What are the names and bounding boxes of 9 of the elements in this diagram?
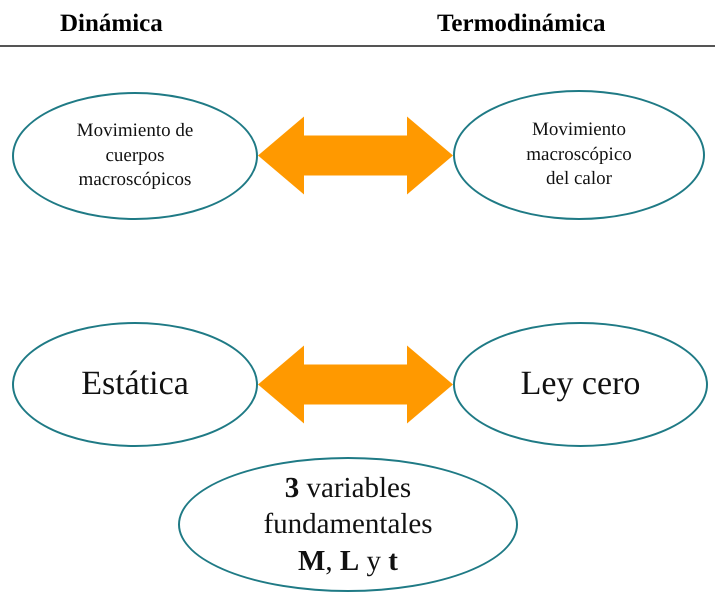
- node-text: Movimiento macroscópico del calor: [525, 118, 633, 192]
- column-heading: Termodinámica: [437, 10, 606, 38]
- double-arrow: [258, 346, 453, 424]
- double-arrow: [258, 116, 453, 194]
- column-heading: Dinámica: [60, 10, 163, 38]
- node-text: Estática: [81, 364, 189, 404]
- node-text: Movimiento de cuerpos macroscópicos: [76, 118, 194, 192]
- node-text: 3 variables fundamentales M, L y t: [262, 471, 434, 579]
- node-text: Ley cero: [520, 364, 640, 404]
